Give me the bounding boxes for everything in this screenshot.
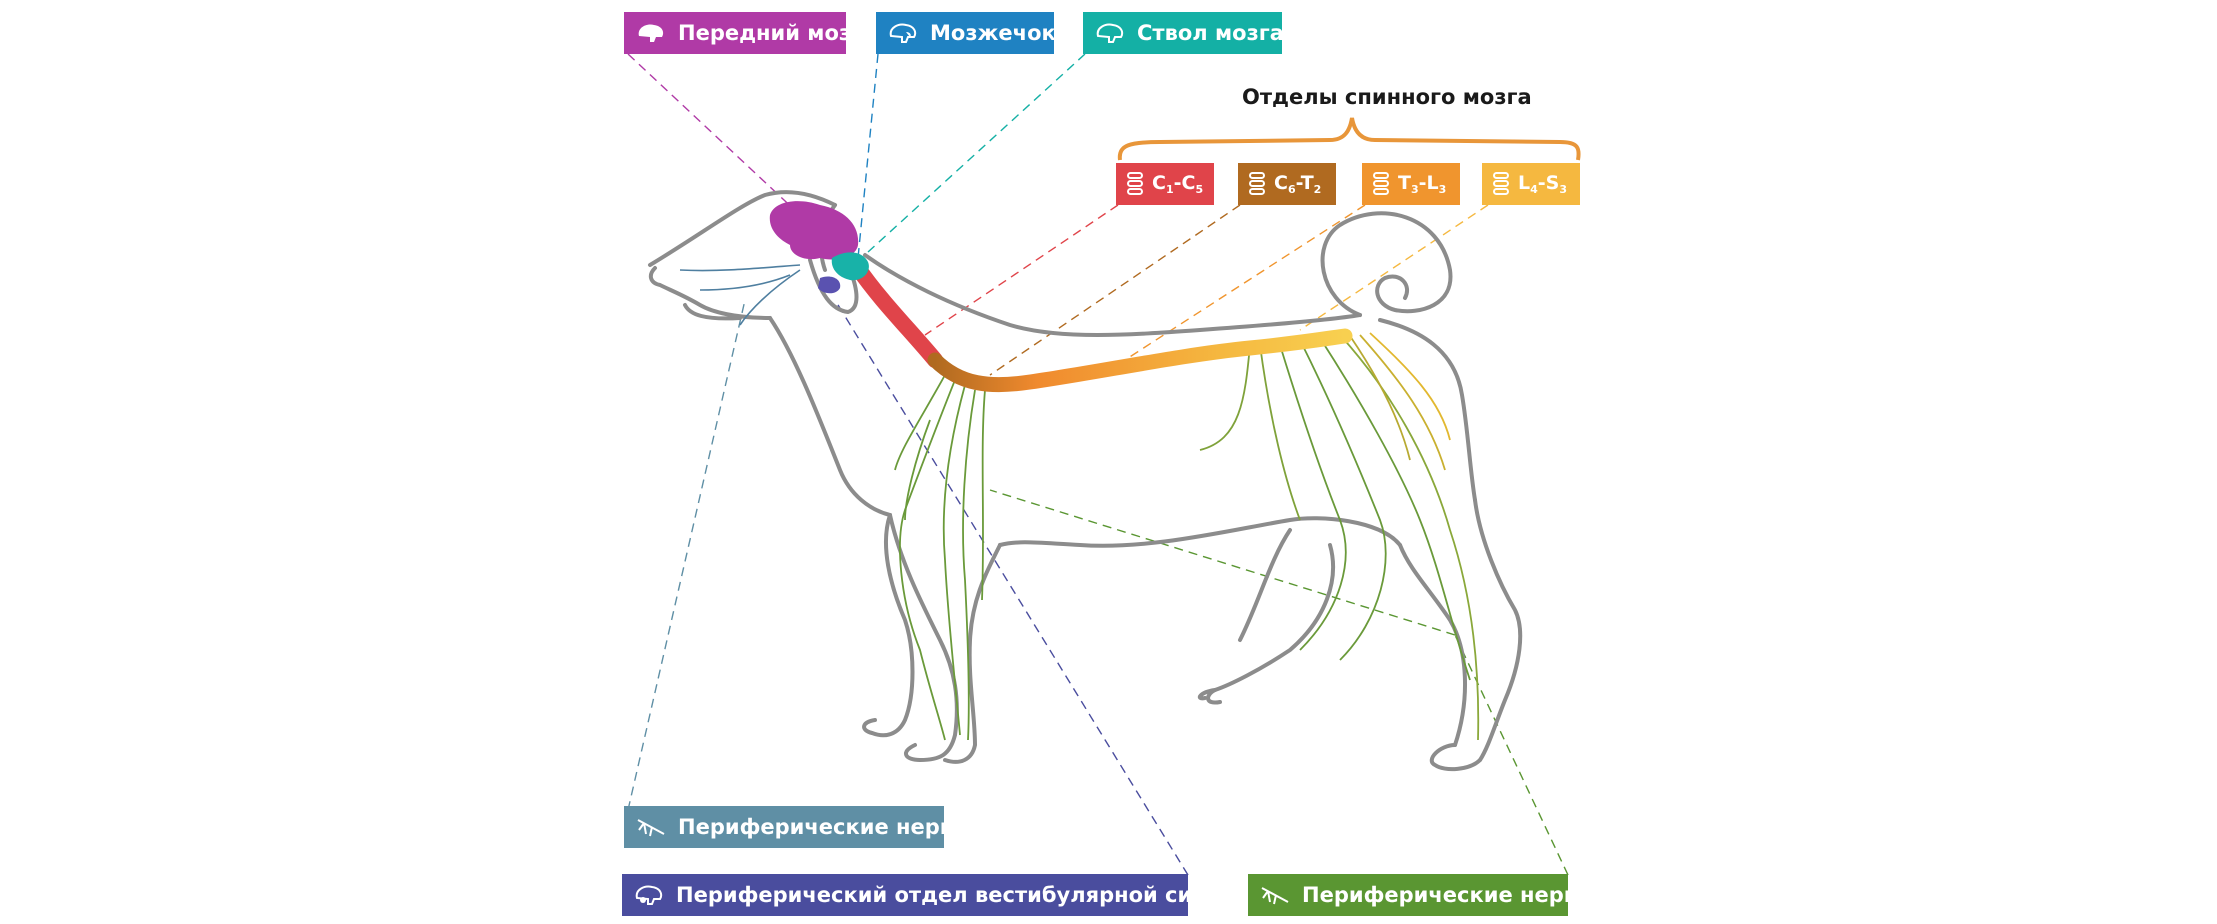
vertebra-icon [1372,172,1390,196]
peripheral-nerves-left-label: Периферические нервы [624,806,944,848]
spinal-segments-title: Отделы спинного мозга [1242,85,1532,109]
brainstem-shape [832,252,869,280]
peripheral-left-leader [628,300,745,810]
segment-c1-c5: C1-C5 [1116,163,1214,205]
peripheral-right-leader [1455,635,1568,875]
brainstem-leader [868,54,1085,252]
forebrain-label: Передний мозг [624,12,846,54]
vestibular-label: Периферический отдел вестибулярной систе… [622,874,1188,916]
nerve-icon [636,816,666,838]
brain-icon [888,22,918,44]
cerebellum-label: Мозжечок [876,12,1054,54]
segment-text: C6-T2 [1274,172,1321,196]
segment-t3-l3: T3-L3 [1362,163,1460,205]
vestibular-shape [818,276,840,293]
spinal-cord-cervical [858,268,935,360]
vertebra-icon [1492,172,1510,196]
forebrain-text: Передний мозг [678,21,862,45]
segment-text: L4-S3 [1518,172,1567,196]
vertebra-icon [1248,172,1266,196]
vertebra-icon [1126,172,1144,196]
peripheral-nerves-right-label: Периферические нервы [1248,874,1568,916]
vestibular-text: Периферический отдел вестибулярной систе… [676,883,1267,907]
forebrain-shape [770,201,858,259]
peripheral-left-text: Периферические нервы [678,815,972,839]
brainstem-label: Ствол мозга [1083,12,1282,54]
brain-icon [1095,22,1125,44]
cerebellum-text: Мозжечок [930,21,1056,45]
brain-icon [634,884,664,906]
forebrain-leader [628,54,800,215]
segment-text: C1-C5 [1152,172,1203,196]
peripheral-right-text: Периферические нервы [1302,883,1596,907]
c1c5-leader [925,205,1118,335]
spinal-cord-thoracolumbar [935,336,1345,385]
segment-l4-s3: L4-S3 [1482,163,1580,205]
segment-c6-t2: C6-T2 [1238,163,1336,205]
spinal-segments-brace [1120,118,1579,160]
nerve-icon [1260,884,1290,906]
brainstem-text: Ствол мозга [1137,21,1284,45]
brain-icon [636,22,666,44]
segment-text: T3-L3 [1398,172,1446,196]
cerebellum-leader [858,54,878,258]
